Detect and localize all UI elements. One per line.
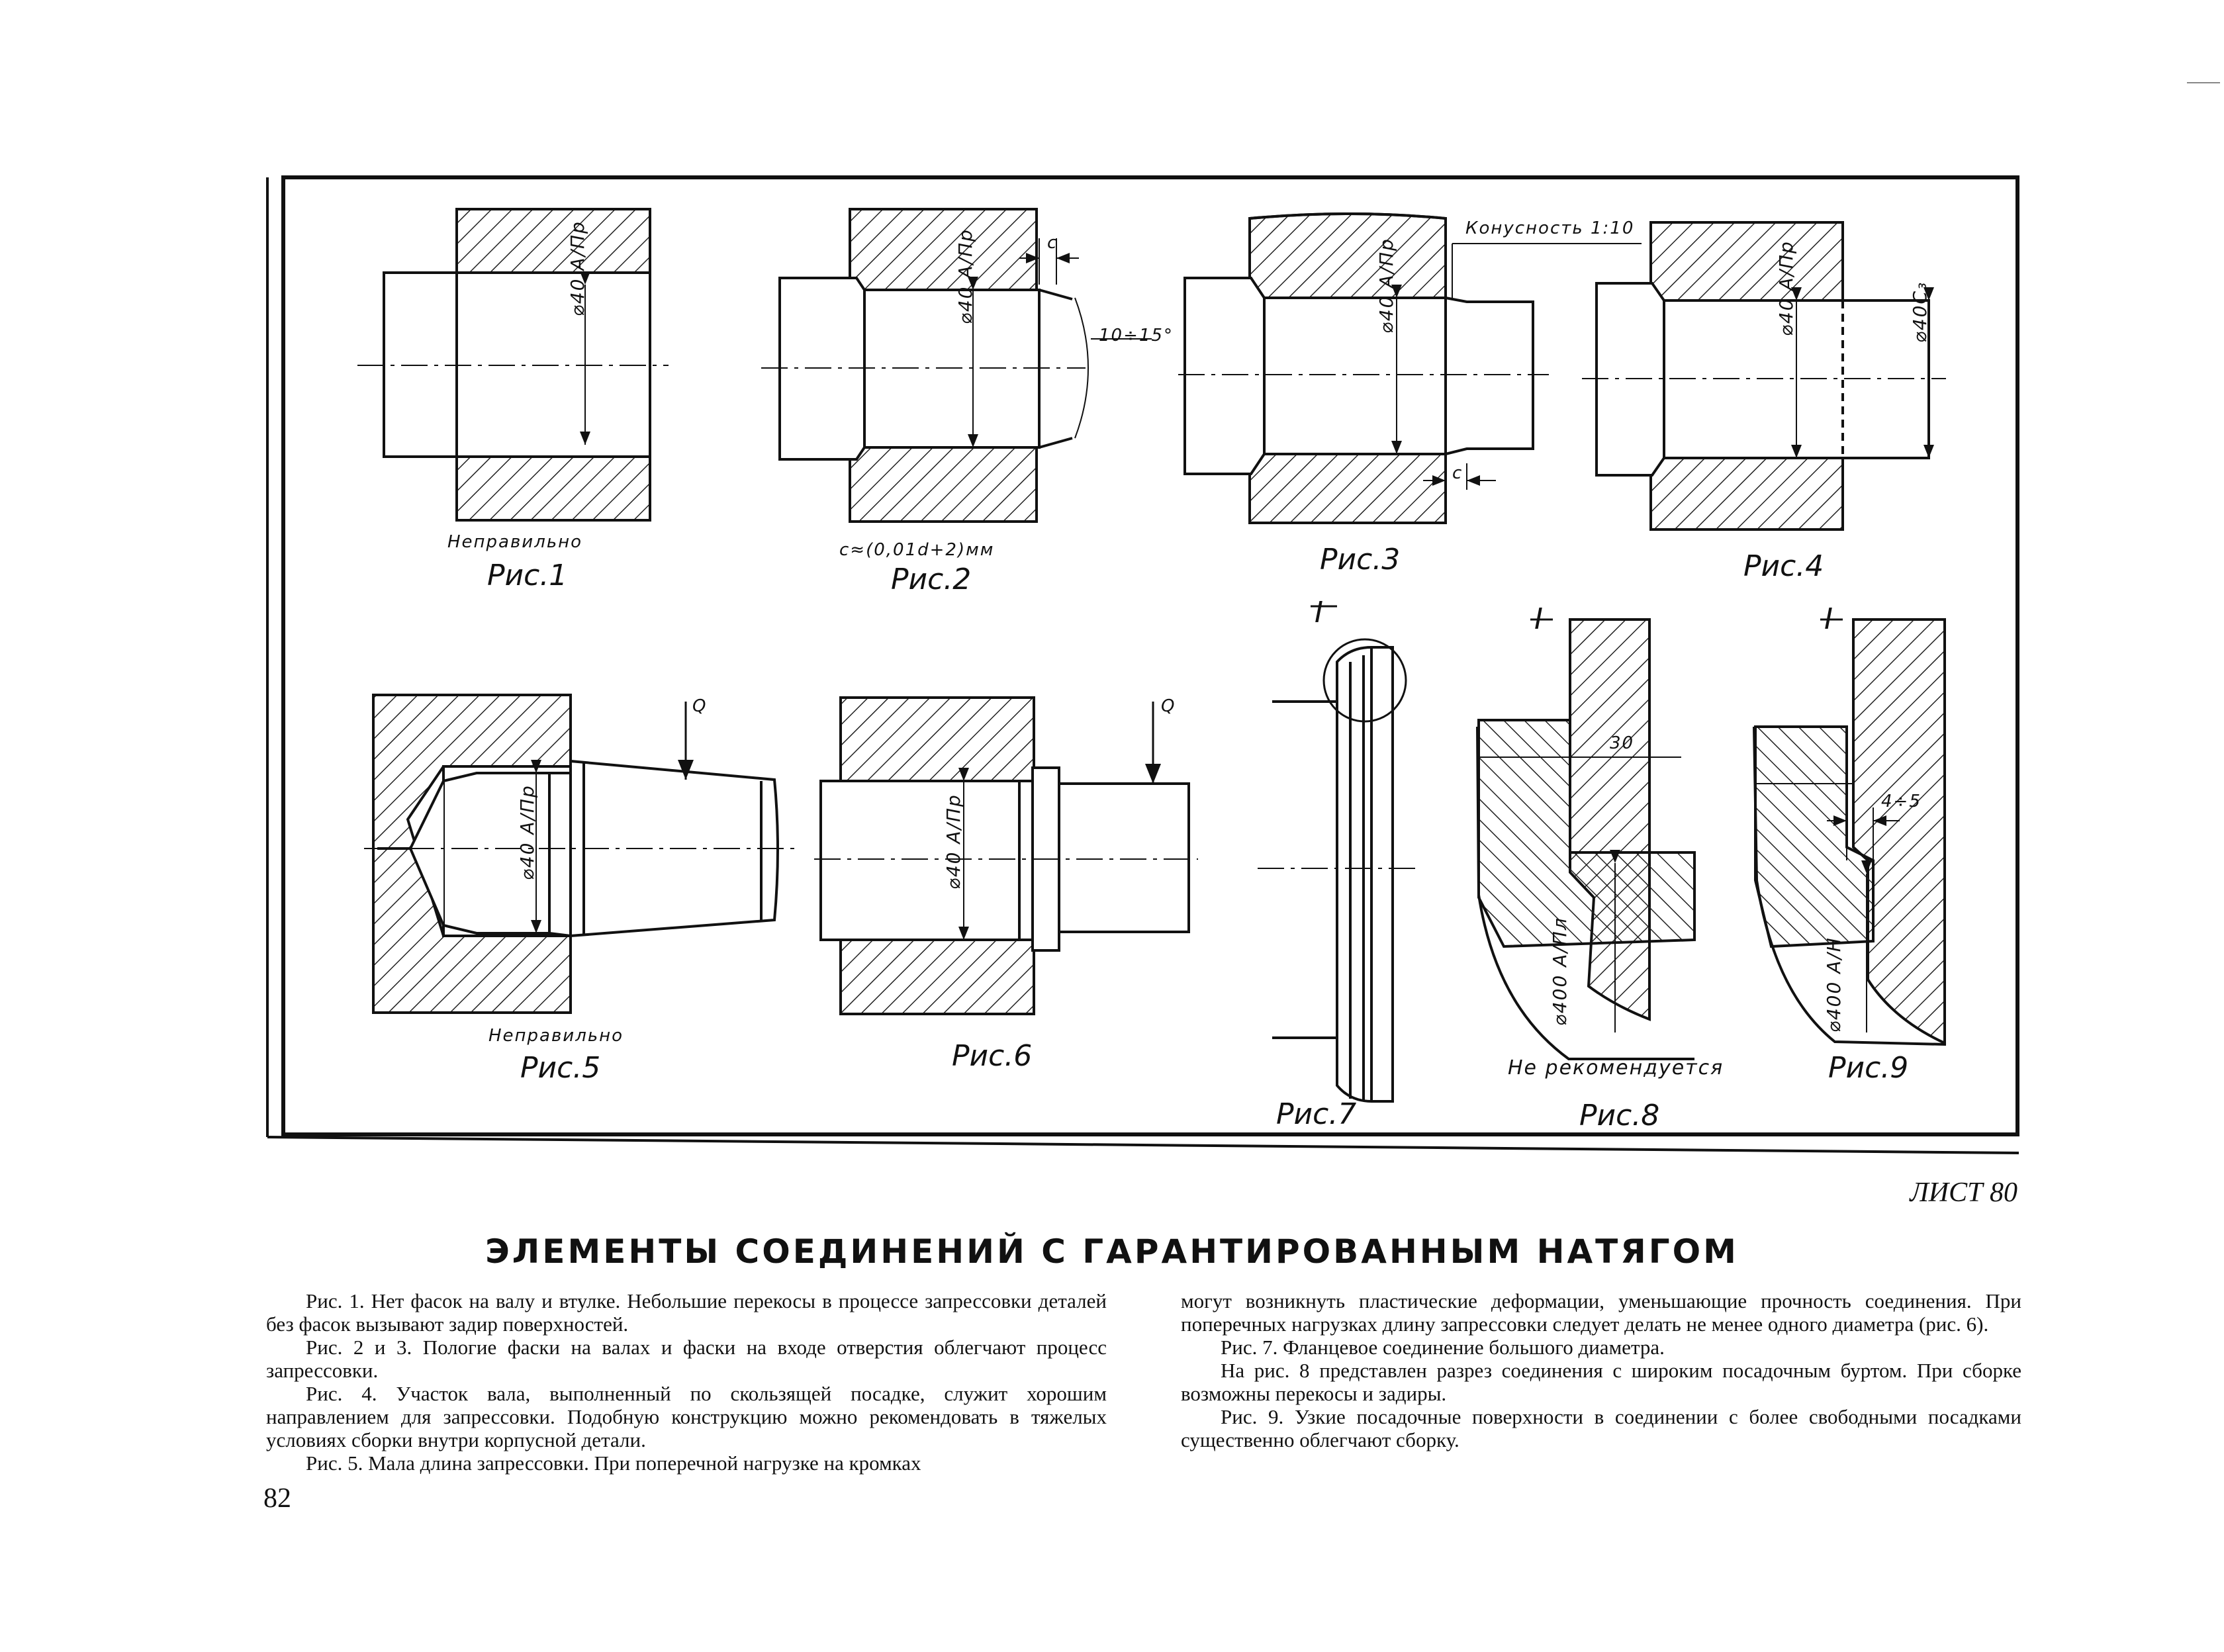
fig1-drawing	[357, 208, 669, 522]
paragraph: На рис. 8 представлен разрез соединения …	[1181, 1359, 2021, 1405]
text-column-left: Рис. 1. Нет фасок на валу и втулке. Небо…	[266, 1289, 1107, 1475]
fig6-drawing	[814, 696, 1198, 1015]
fig5-drawing	[364, 694, 794, 1014]
fig5-load: Q	[692, 696, 708, 716]
paragraph: Рис. 4. Участок вала, выполненный по ско…	[266, 1382, 1107, 1451]
fig6-load: Q	[1161, 696, 1176, 716]
fig7-caption: Рис.7	[1276, 1097, 1357, 1131]
fig8-detail: I	[1534, 602, 1543, 636]
fig9-fit: ⌀400 А/Н	[1823, 937, 1845, 1032]
fig2-fit: ⌀40 А/Пр	[954, 228, 976, 324]
fig2-drawing	[761, 208, 1152, 523]
corner-mark	[2187, 82, 2220, 83]
page-number: 82	[263, 1483, 291, 1514]
page-title: ЭЛЕМЕНТЫ СОЕДИНЕНИЙ С ГАРАНТИРОВАННЫМ НА…	[485, 1232, 1739, 1271]
fig9-dim: 4÷5	[1881, 792, 1922, 811]
fig3-caption: Рис.3	[1320, 543, 1401, 576]
engineering-drawing	[266, 175, 2019, 1154]
fig2-chamfer: c	[1047, 233, 1058, 253]
paragraph: Рис. 5. Мала длина запрессовки. При попе…	[306, 1451, 921, 1475]
fig4-caption: Рис.4	[1743, 549, 1824, 583]
paragraph: Рис. 2 и 3. Пологие фаски на валах и фас…	[266, 1336, 1107, 1382]
fig8-fit: ⌀400 А/Пл	[1549, 917, 1571, 1026]
fig2-note: c≈(0,01d+2)мм	[839, 540, 995, 560]
fig1-fit: ⌀40 А/Пр	[567, 220, 588, 316]
fig7-drawing	[1258, 605, 1416, 1103]
fig3-chamfer: c	[1452, 463, 1463, 483]
fig4-fit2: ⌀40С₃	[1909, 281, 1931, 343]
fig3-fit: ⌀40 А/Пр	[1375, 238, 1397, 334]
paragraph: Рис. 7. Фланцевое соединение большого ди…	[1221, 1336, 1665, 1359]
fig4-drawing	[1582, 221, 1946, 531]
fig9-caption: Рис.9	[1828, 1051, 1909, 1085]
text-column-right: могут возникнуть пластические деформации…	[1181, 1289, 2021, 1451]
fig4-fit: ⌀40 А/Пр	[1775, 240, 1797, 336]
fig9-drawing	[1753, 618, 1947, 1046]
fig1-caption: Рис.1	[487, 559, 568, 592]
fig5-note: Неправильно	[488, 1026, 624, 1046]
fig3-drawing	[1178, 212, 1642, 524]
sheet-label: ЛИСТ 80	[1910, 1177, 2017, 1208]
sheet-frame	[281, 175, 2019, 1136]
paragraph: могут возникнуть пластические деформации…	[1181, 1289, 2021, 1336]
paragraph: Рис. 9. Узкие посадочные поверхности в с…	[1181, 1405, 2021, 1451]
fig7-detail: I	[1315, 596, 1323, 629]
fig9-detail: I	[1824, 602, 1833, 636]
paragraph: Рис. 1. Нет фасок на валу и втулке. Небо…	[266, 1289, 1107, 1336]
fig8-caption: Рис.8	[1579, 1099, 1660, 1132]
fig6-caption: Рис.6	[952, 1039, 1033, 1073]
fig8-drawing	[1476, 618, 1696, 1060]
fig5-fit: ⌀40 А/Пр	[516, 784, 538, 880]
fig1-note: Неправильно	[447, 532, 583, 552]
fig8-note: Не рекомендуется	[1508, 1056, 1724, 1079]
fig6-fit: ⌀40 А/Пр	[943, 794, 964, 890]
fig5-caption: Рис.5	[520, 1051, 601, 1085]
fig8-dim: 30	[1610, 733, 1635, 753]
fig2-caption: Рис.2	[891, 563, 972, 596]
fig2-angle: 10÷15°	[1099, 326, 1174, 345]
fig3-taper: Конусность 1:10	[1465, 218, 1635, 238]
